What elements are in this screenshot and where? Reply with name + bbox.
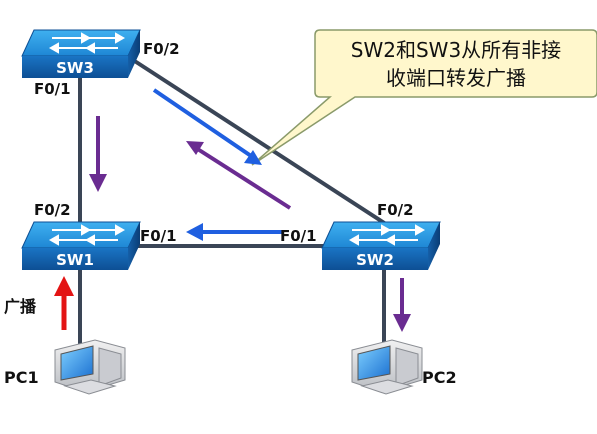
pc2-icon[interactable] — [351, 339, 423, 395]
arrow-sw2-to-sw3-head — [186, 141, 204, 155]
arrow-sw2-to-sw1-head — [186, 223, 203, 241]
host-label-pc2: PC2 — [422, 368, 457, 387]
switch-label: SW1 — [56, 251, 94, 269]
host-label-pc1: PC1 — [4, 368, 39, 387]
network-links — [78, 56, 394, 350]
callout-line1: SW2和SW3从所有非接 — [351, 38, 561, 62]
arrow-sw2-to-pc2-head — [393, 314, 411, 332]
port-label-sw2-f02: F0/2 — [377, 201, 414, 219]
switch-arrows-icon — [348, 224, 426, 246]
link-sw3-sw2 — [128, 56, 394, 230]
switch-sw3[interactable]: SW3 — [21, 29, 141, 78]
switch-label: SW3 — [56, 59, 94, 77]
switch-arrows-icon — [48, 32, 126, 54]
port-label-sw1-f02: F0/2 — [34, 201, 71, 219]
port-label-sw3-f02: F0/2 — [143, 40, 180, 58]
port-label-sw1-f01: F0/1 — [140, 227, 177, 245]
arrow-sw3-to-sw2-head — [244, 150, 262, 165]
broadcast-label: 广播 — [4, 297, 37, 316]
arrow-pc1-to-sw1-head — [54, 276, 74, 296]
arrow-sw3-to-sw2 — [152, 88, 256, 160]
port-label-sw3-f01: F0/1 — [34, 80, 71, 98]
port-label-sw2-f01: F0/1 — [280, 227, 317, 245]
switch-sw1[interactable]: SW1 — [21, 221, 141, 270]
pc1-icon[interactable] — [54, 339, 126, 395]
switch-label: SW2 — [356, 251, 394, 269]
callout-bubble: SW2和SW3从所有非接 收端口转发广播 — [251, 29, 597, 166]
arrow-sw2-to-sw3 — [194, 146, 292, 210]
callout-line2: 收端口转发广播 — [386, 66, 526, 90]
switch-sw2[interactable]: SW2 — [321, 221, 441, 270]
traffic-arrows — [54, 88, 411, 332]
switch-arrows-icon — [48, 224, 126, 246]
arrow-sw3-to-sw1-head — [89, 174, 107, 192]
